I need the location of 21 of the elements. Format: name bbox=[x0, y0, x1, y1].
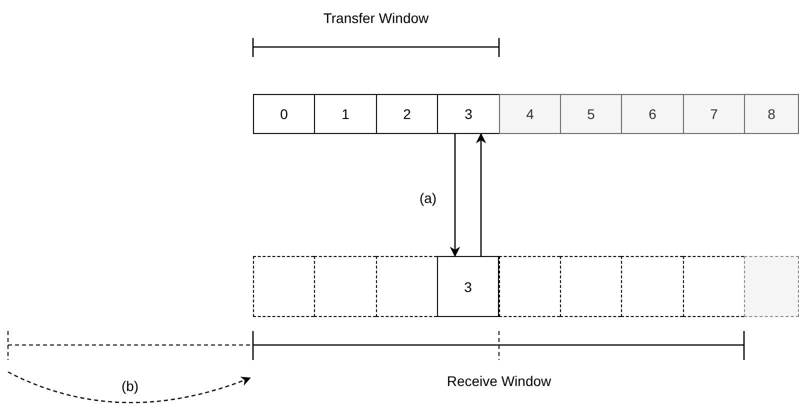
empty-cell bbox=[314, 256, 376, 317]
arrow bbox=[450, 134, 460, 258]
cell: 4 bbox=[499, 94, 560, 134]
cell: 1 bbox=[314, 94, 376, 134]
text-label: Transfer Window bbox=[323, 10, 429, 26]
text-label: (b) bbox=[121, 378, 139, 394]
empty-cell bbox=[744, 256, 799, 317]
cell: 5 bbox=[560, 94, 621, 134]
cell: 8 bbox=[744, 94, 799, 134]
cell: 0 bbox=[253, 94, 314, 134]
cell: 6 bbox=[621, 94, 683, 134]
text-label: Receive Window bbox=[446, 373, 552, 389]
cell: 7 bbox=[683, 94, 744, 134]
empty-cell bbox=[621, 256, 683, 317]
cell: 3 bbox=[437, 94, 499, 134]
cell: 2 bbox=[376, 94, 437, 134]
empty-cell bbox=[560, 256, 621, 317]
empty-cell bbox=[253, 256, 314, 317]
cell: 3 bbox=[437, 256, 499, 317]
edge-label: (a) bbox=[419, 190, 437, 206]
arrow bbox=[476, 132, 486, 256]
